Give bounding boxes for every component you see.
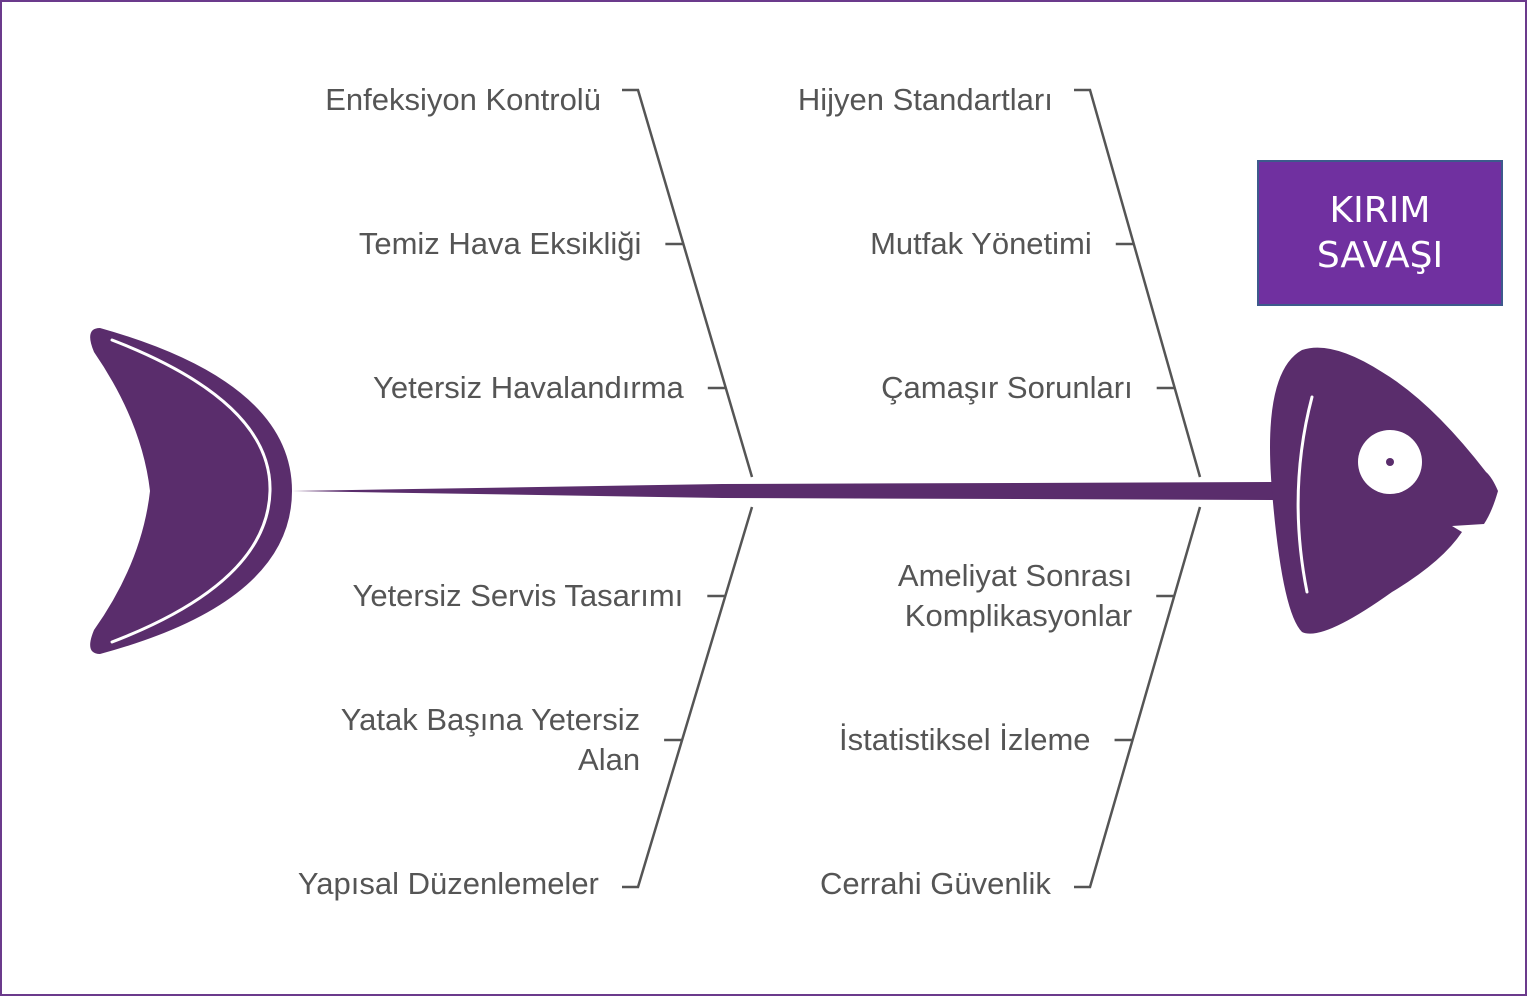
cause-label: Çamaşır Sorunları xyxy=(881,370,1133,405)
cause-label: Yetersiz Servis Tasarımı xyxy=(353,578,684,613)
bone-lower-right xyxy=(1074,506,1202,889)
cause-label: Yapısal Düzenlemeler xyxy=(298,866,599,901)
cause-label: İstatistiksel İzleme xyxy=(839,722,1091,757)
bone-upper-left xyxy=(622,88,754,478)
cause-label: Temiz Hava Eksikliği xyxy=(359,226,642,261)
bone-upper-right xyxy=(1074,88,1202,478)
fish-tail-icon xyxy=(90,328,293,654)
cause-label: Enfeksiyon Kontrolü xyxy=(325,82,601,117)
cause-label: Hijyen Standartları xyxy=(798,82,1053,117)
title-box: KIRIM SAVAŞI xyxy=(1257,160,1503,306)
fish-head-icon xyxy=(1270,347,1498,634)
title-line-1: KIRIM xyxy=(1329,190,1431,231)
bone-lower-left xyxy=(622,506,754,889)
title-line-2: SAVAŞI xyxy=(1316,235,1444,276)
cause-label: Mutfak Yönetimi xyxy=(870,226,1092,261)
spine xyxy=(292,482,1282,500)
cause-label: Yetersiz Havalandırma xyxy=(373,370,684,405)
cause-label: Cerrahi Güvenlik xyxy=(820,866,1051,901)
